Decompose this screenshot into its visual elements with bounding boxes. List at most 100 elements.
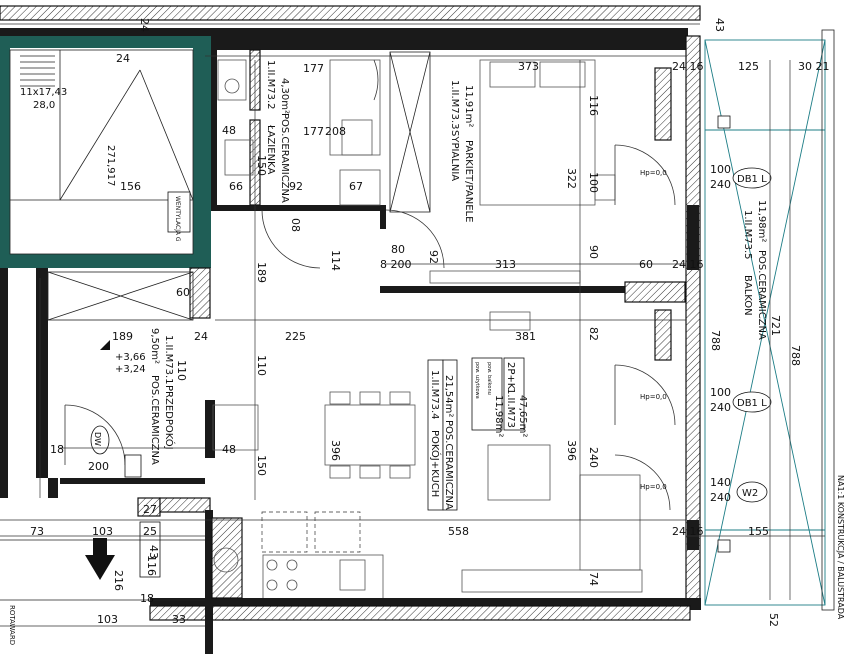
bedroom-floor: PARKIET/PANELE bbox=[463, 140, 474, 222]
dim-24-16b: 24 16 bbox=[672, 258, 704, 271]
balcony-area: 11,98m² bbox=[756, 200, 767, 242]
dim-67: 67 bbox=[349, 180, 363, 193]
apt-balcony-label: pow. balkonu bbox=[486, 362, 492, 395]
balcony: 1.II.M73.5 BALKON 11,98m² POS.CERAMICZNA… bbox=[704, 29, 845, 620]
dim-373: 373 bbox=[518, 60, 539, 73]
balcony-floor: POS.CERAMICZNA bbox=[756, 250, 767, 340]
apt-area: 47,65m² bbox=[517, 395, 528, 437]
hp-2: Hp=0,0 bbox=[640, 393, 667, 401]
hp-3: Hp=0,0 bbox=[640, 483, 667, 491]
dim-92b: 92 bbox=[427, 250, 440, 264]
dim-125: 125 bbox=[738, 60, 759, 73]
dim-156: 156 bbox=[120, 180, 141, 193]
dim-313: 313 bbox=[495, 258, 516, 271]
hallway-floor: POS.CERAMICZNA bbox=[149, 375, 160, 465]
dim-08: 08 bbox=[289, 218, 302, 232]
bathroom-area: 4,30m² bbox=[279, 78, 290, 114]
dim-225: 225 bbox=[285, 330, 306, 343]
staircase: 11x17,43 28,0 271,917 WENTYLACJA G bbox=[0, 36, 211, 268]
entrance-arrow-icon bbox=[85, 538, 115, 580]
dw-tag: DW bbox=[93, 432, 102, 446]
dim-110b: 110 bbox=[255, 355, 268, 376]
living-id: 1.II.M73.4 bbox=[429, 370, 440, 420]
apt-label: 2P+K bbox=[505, 362, 516, 390]
open-dim-240b: 240 bbox=[710, 401, 731, 414]
balcony-name: BALKON bbox=[742, 275, 753, 316]
bathroom-name: ŁAZIENKA bbox=[265, 124, 276, 174]
dim-240: 240 bbox=[587, 447, 600, 468]
dim-24-top: 24 bbox=[116, 52, 130, 65]
dim-24-16c: 24 16 bbox=[672, 525, 704, 538]
living-area: 21,54m² bbox=[443, 375, 454, 417]
dim-177b: 177 bbox=[303, 125, 324, 138]
hallway: 1.II.M73.1 PRZEDPOKÓJ 9,50m² POS.CERAMIC… bbox=[0, 267, 215, 517]
level-2: +3,24 bbox=[115, 364, 146, 375]
balcony-id: 1.II.M73.5 bbox=[742, 210, 753, 260]
dim-381: 381 bbox=[515, 330, 536, 343]
dim-80: 80 bbox=[391, 243, 405, 256]
dim-322: 322 bbox=[565, 168, 578, 189]
bathroom-id: 1.II.M73.2 bbox=[265, 60, 276, 110]
dim-24-top2: 24 bbox=[138, 18, 151, 32]
dim-43: 43 bbox=[713, 18, 726, 32]
dim-18b: 18 bbox=[140, 592, 154, 605]
dim-103a: 103 bbox=[92, 525, 113, 538]
open-dim-240a: 240 bbox=[710, 178, 731, 191]
opening-tags: DB1 L DB1 L W2 DW Hp=0,0 Hp=0,0 Hp=0,0 1… bbox=[90, 163, 772, 504]
dim-110a: 110 bbox=[175, 360, 188, 381]
hallway-name: PRZEDPOKÓJ bbox=[163, 385, 176, 450]
living-floor: POS.CERAMICZNA bbox=[443, 420, 454, 510]
hp-1: Hp=0,0 bbox=[640, 169, 667, 177]
dim-43b: 43 bbox=[147, 545, 160, 559]
bedroom-id: 1.II.M73.3 bbox=[449, 80, 460, 130]
apt-area-label: pow. użytkowa bbox=[474, 362, 480, 399]
dim-200b: 200 bbox=[88, 460, 109, 473]
dim-116: 116 bbox=[587, 95, 600, 116]
dim-103b: 103 bbox=[97, 613, 118, 626]
dim-25: 25 bbox=[143, 525, 157, 538]
dim-74: 74 bbox=[587, 572, 600, 586]
dim-189a: 189 bbox=[255, 262, 268, 283]
apt-balcony-area: 11,98m² bbox=[493, 395, 504, 437]
w2-tag: W2 bbox=[742, 488, 758, 499]
balustrade-note: NA1:1 KONSTRUKCJA / BALUSTRADA bbox=[836, 475, 845, 620]
bedroom-area: 11,91m² bbox=[463, 85, 474, 127]
dim-60b: 60 bbox=[176, 286, 190, 299]
dim-208: 208 bbox=[325, 125, 346, 138]
dim-90: 90 bbox=[587, 245, 600, 259]
dimension-lines bbox=[0, 23, 825, 627]
dim-788b: 788 bbox=[789, 345, 802, 366]
dim-114: 114 bbox=[329, 250, 342, 271]
dim-48a: 48 bbox=[222, 124, 236, 137]
dim-82: 82 bbox=[587, 327, 600, 341]
open-dim-100: 100 bbox=[710, 163, 731, 176]
dim-396b: 396 bbox=[565, 440, 578, 461]
hallway-area: 9,50m² bbox=[149, 328, 160, 364]
dim-48b: 48 bbox=[222, 443, 236, 456]
partition bbox=[261, 209, 686, 331]
level-1: +3,66 bbox=[115, 352, 146, 363]
dim-200: 8 200 bbox=[380, 258, 412, 271]
dim-66: 66 bbox=[229, 180, 243, 193]
top-wall bbox=[0, 5, 701, 50]
dim-73: 73 bbox=[30, 525, 44, 538]
vent-note: WENTYLACJA G bbox=[174, 196, 181, 242]
apt-id: 1.II.M73 bbox=[505, 388, 516, 428]
dim-396a: 396 bbox=[329, 440, 342, 461]
bedroom: 1.II.M73.3 SYPIALNIA 11,91m² PARKIET/PAN… bbox=[389, 51, 676, 361]
dim-33: 33 bbox=[172, 613, 186, 626]
dim-30-21: 30 21 bbox=[798, 60, 830, 73]
dim-150b: 150 bbox=[255, 455, 268, 476]
stair-width: 271,917 bbox=[105, 145, 116, 186]
open-dim-240c: 240 bbox=[710, 491, 731, 504]
dim-24b: 24 bbox=[194, 330, 208, 343]
dimension-labels: 24 177 177 208 373 116 125 30 21 43 24 2… bbox=[30, 18, 830, 627]
hallway-id: 1.II.M73.1 bbox=[163, 335, 174, 385]
bedroom-name: SYPIALNIA bbox=[449, 130, 460, 181]
bottom-area: ROTAWARD bbox=[0, 510, 691, 654]
dim-150a: 150 bbox=[255, 155, 268, 176]
dim-27: 27 bbox=[143, 503, 157, 516]
dim-177a: 177 bbox=[303, 62, 324, 75]
stair-spec: 11x17,43 bbox=[20, 87, 67, 98]
